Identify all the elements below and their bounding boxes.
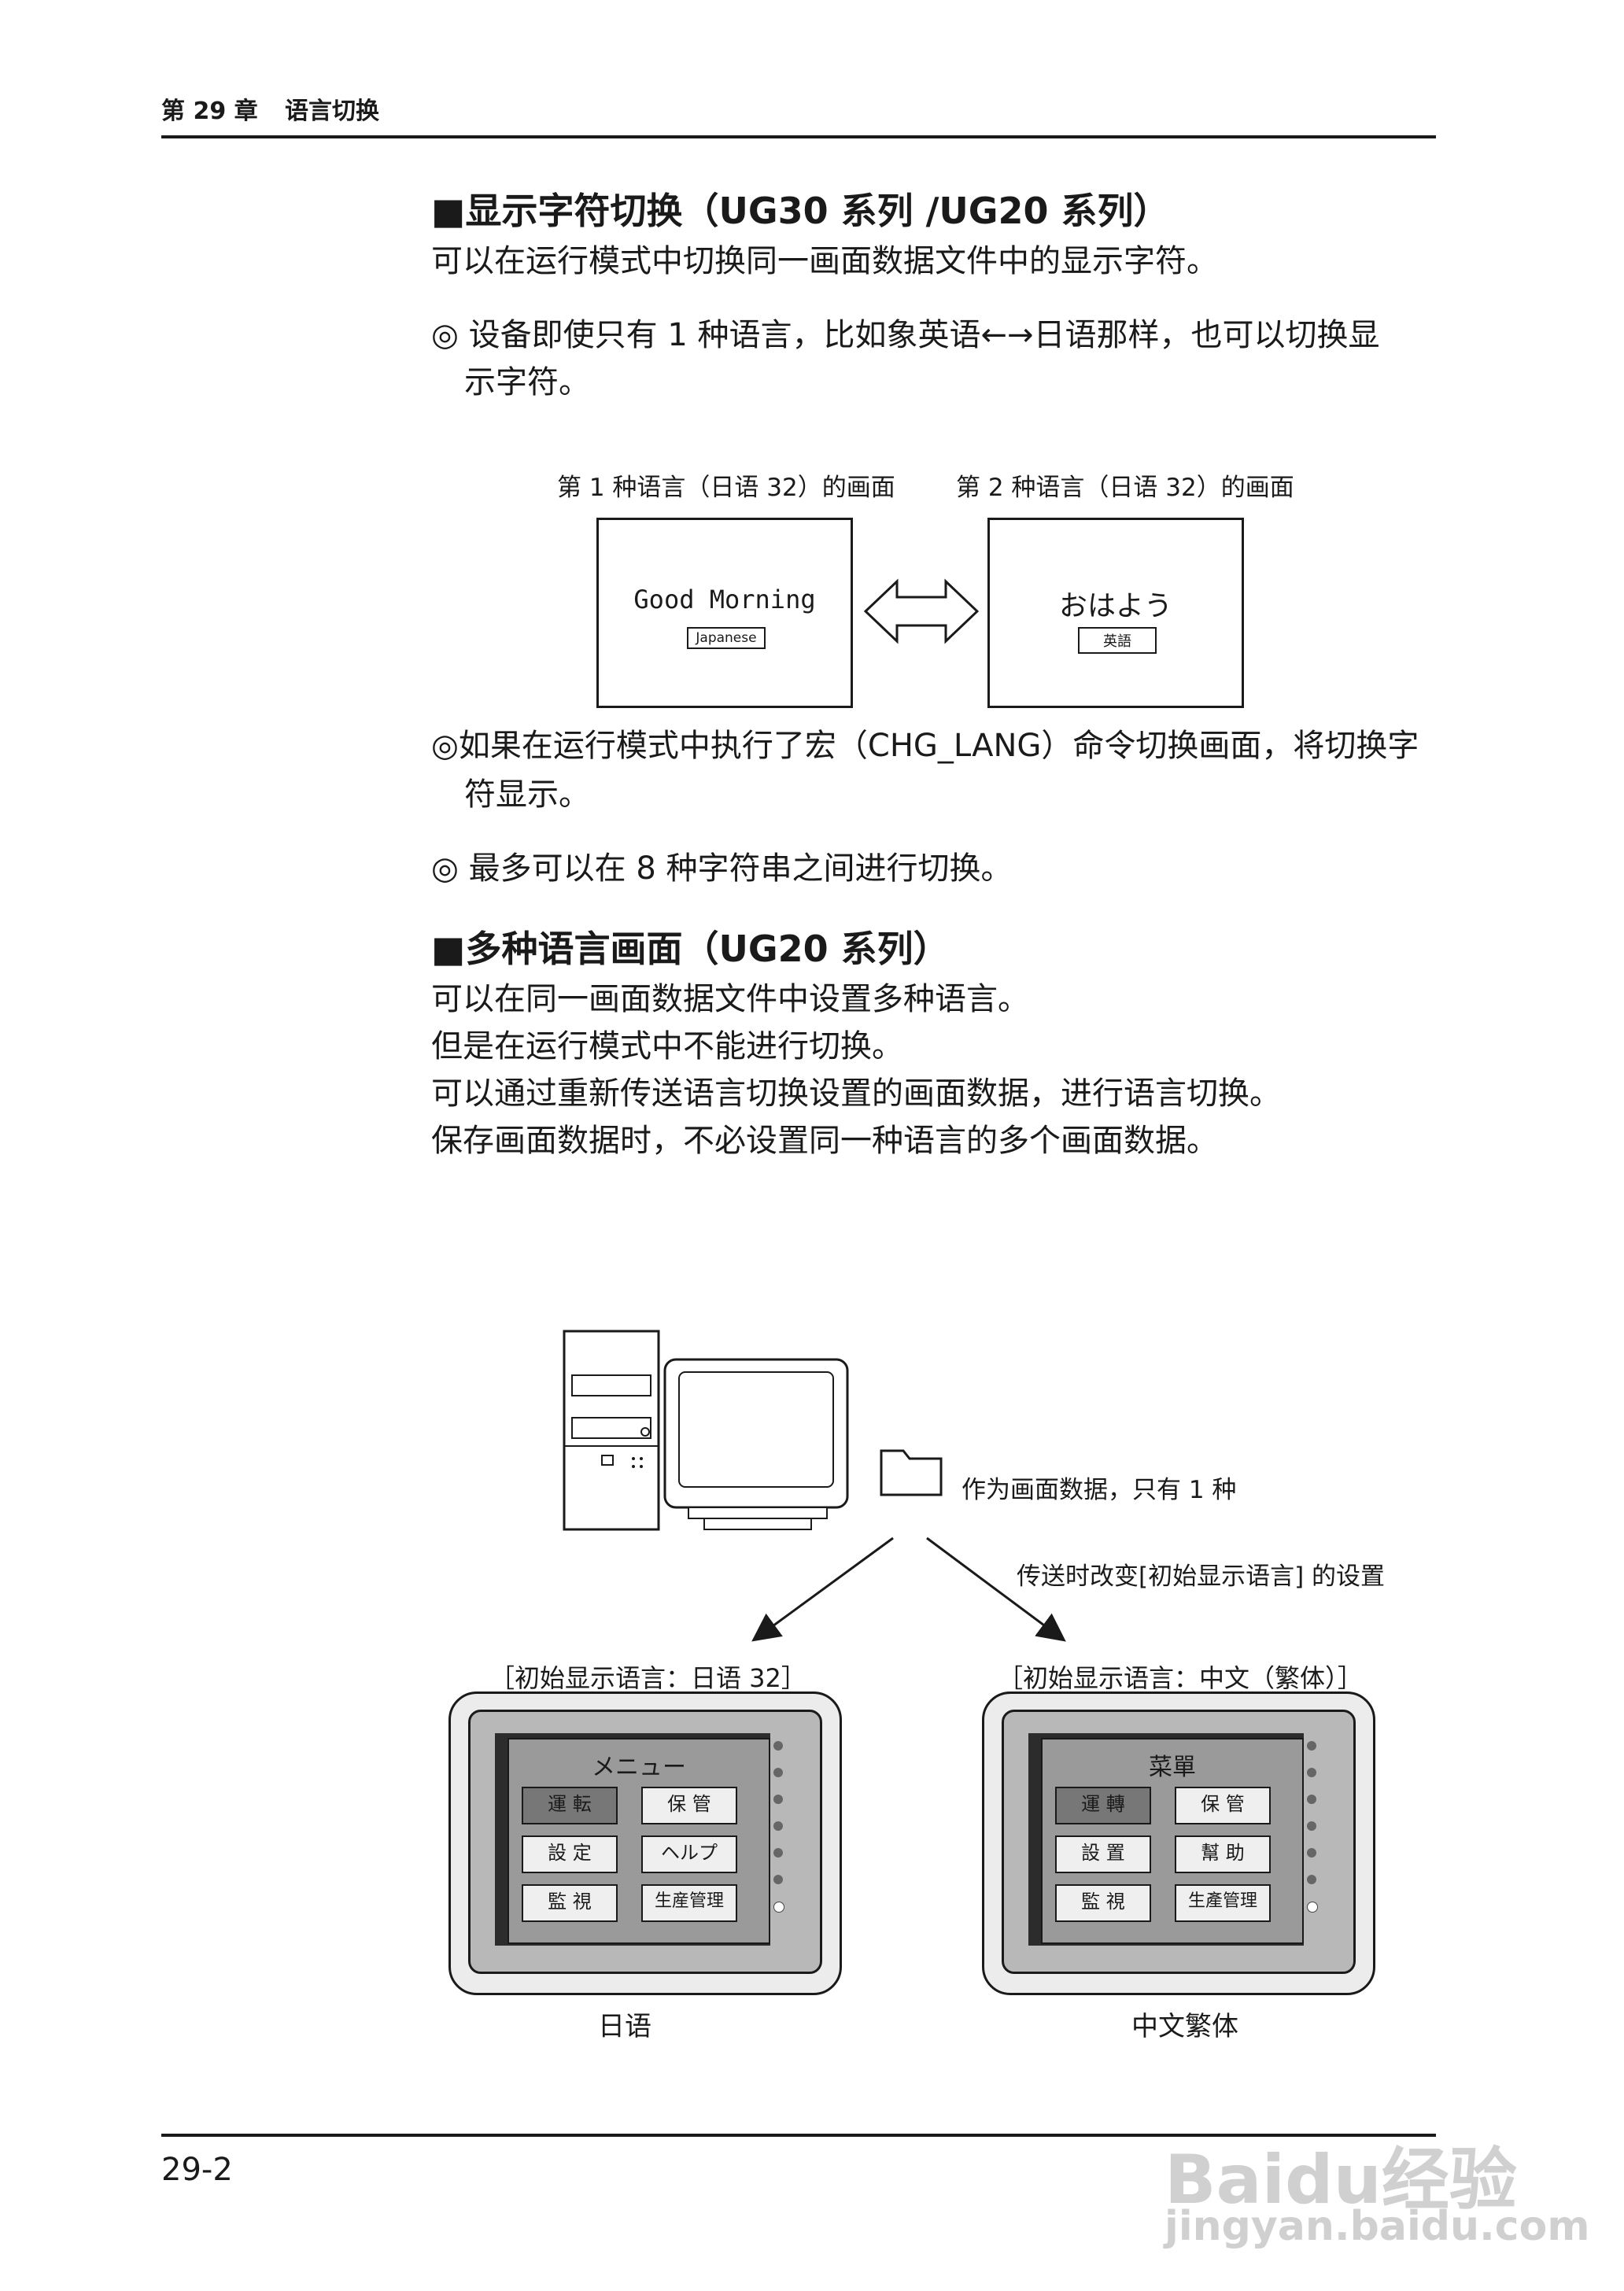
file-label: 作为画面数据，只有 1 种 xyxy=(961,1476,1237,1504)
section2-line-1: 可以在同一画面数据文件中设置多种语言。 xyxy=(431,981,1029,1017)
section1-bullet1-line1: ◎ 设备即使只有 1 种语言，比如象英语←→日语那样，也可以切换显 xyxy=(431,317,1380,353)
hmi-btn-zh-2: 保 管 xyxy=(1175,1787,1271,1824)
hmi-btn-zh-3: 設 置 xyxy=(1055,1835,1151,1873)
computer-icon xyxy=(563,1330,849,1531)
section1-bullet1-line2: 示字符。 xyxy=(464,364,590,400)
left-panel-caption: ［初始显示语言：日语 32］ xyxy=(489,1663,806,1693)
fig1-greeting-japanese: おはよう xyxy=(1058,590,1172,622)
hmi-side-leds-right xyxy=(1307,1741,1318,1946)
hmi-title-chinese: 菜單 xyxy=(1149,1754,1196,1781)
fig1-language-button-right: 英語 xyxy=(1078,627,1157,654)
transfer-label: 传送时改变[初始显示语言] 的设置 xyxy=(1017,1562,1386,1591)
right-panel-caption: ［初始显示语言：中文（繁体）］ xyxy=(998,1663,1364,1693)
hmi-btn-jp-5: 監 視 xyxy=(522,1884,618,1922)
hmi-btn-zh-5: 監 視 xyxy=(1055,1884,1151,1922)
watermark-brand: Baidu经验 xyxy=(1164,2141,1517,2219)
right-panel-label: 中文繁体 xyxy=(1131,2011,1238,2042)
section2-line-3: 可以通过重新传送语言切换设置的画面数据，进行语言切换。 xyxy=(431,1075,1281,1112)
hmi-btn-jp-3: 設 定 xyxy=(522,1835,618,1873)
fig1-caption-left: 第 1 种语言（日语 32）的画面 xyxy=(557,474,895,502)
page-number: 29-2 xyxy=(161,2152,233,2188)
fig1-greeting-english: Good Morning xyxy=(633,585,816,614)
hmi-btn-zh-6: 生產管理 xyxy=(1175,1884,1271,1922)
header-rule xyxy=(161,135,1436,138)
fig1-caption-right: 第 2 种语言（日语 32）的画面 xyxy=(956,474,1294,502)
left-panel-label: 日语 xyxy=(598,2011,651,2042)
hmi-btn-zh-1: 運 轉 xyxy=(1055,1787,1151,1824)
hmi-panel-chinese: 菜單 運 轉 保 管 設 置 幫 助 監 視 生產管理 xyxy=(982,1692,1375,1995)
chapter-title: 语言切换 xyxy=(285,98,379,125)
section2-heading: ■多种语言画面（UG20 系列） xyxy=(431,928,950,970)
hmi-btn-jp-4: ヘルプ xyxy=(641,1835,737,1873)
hmi-side-leds-left xyxy=(773,1741,784,1946)
section1-intro: 可以在运行模式中切换同一画面数据文件中的显示字符。 xyxy=(431,243,1218,279)
hmi-btn-jp-1: 運 転 xyxy=(522,1787,618,1824)
section2-line-2: 但是在运行模式中不能进行切换。 xyxy=(431,1028,903,1064)
section1-bullet2-line1: ◎如果在运行模式中执行了宏（CHG_LANG）命令切换画面，将切换字 xyxy=(431,728,1419,764)
section1-bullet2-line2: 符显示。 xyxy=(464,777,590,813)
fig1-language-button-left: Japanese xyxy=(687,627,766,649)
fig1-screen-japanese: おはよう 英語 xyxy=(987,518,1244,708)
hmi-btn-jp-2: 保 管 xyxy=(641,1787,737,1824)
section2-line-4: 保存画面数据时，不必设置同一种语言的多个画面数据。 xyxy=(431,1123,1218,1159)
hmi-title-japanese: メニュー xyxy=(592,1754,686,1781)
footer-rule xyxy=(161,2134,1436,2137)
fig1-screen-english: Good Morning Japanese xyxy=(596,518,853,708)
hmi-btn-jp-6: 生産管理 xyxy=(641,1884,737,1922)
hmi-panel-japanese: メニュー 運 転 保 管 設 定 ヘルプ 監 視 生産管理 xyxy=(448,1692,842,1995)
double-arrow-icon xyxy=(864,578,979,644)
hmi-btn-zh-4: 幫 助 xyxy=(1175,1835,1271,1873)
split-arrows-icon xyxy=(751,1537,1066,1642)
section1-heading: ■显示字符切换（UG30 系列 /UG20 系列） xyxy=(431,190,1170,232)
chapter-number: 第 29 章 xyxy=(161,98,258,125)
folder-icon xyxy=(880,1449,943,1496)
section1-bullet3: ◎ 最多可以在 8 种字符串之间进行切换。 xyxy=(431,850,1013,887)
watermark-url: jingyan.baidu.com xyxy=(1164,2203,1590,2250)
